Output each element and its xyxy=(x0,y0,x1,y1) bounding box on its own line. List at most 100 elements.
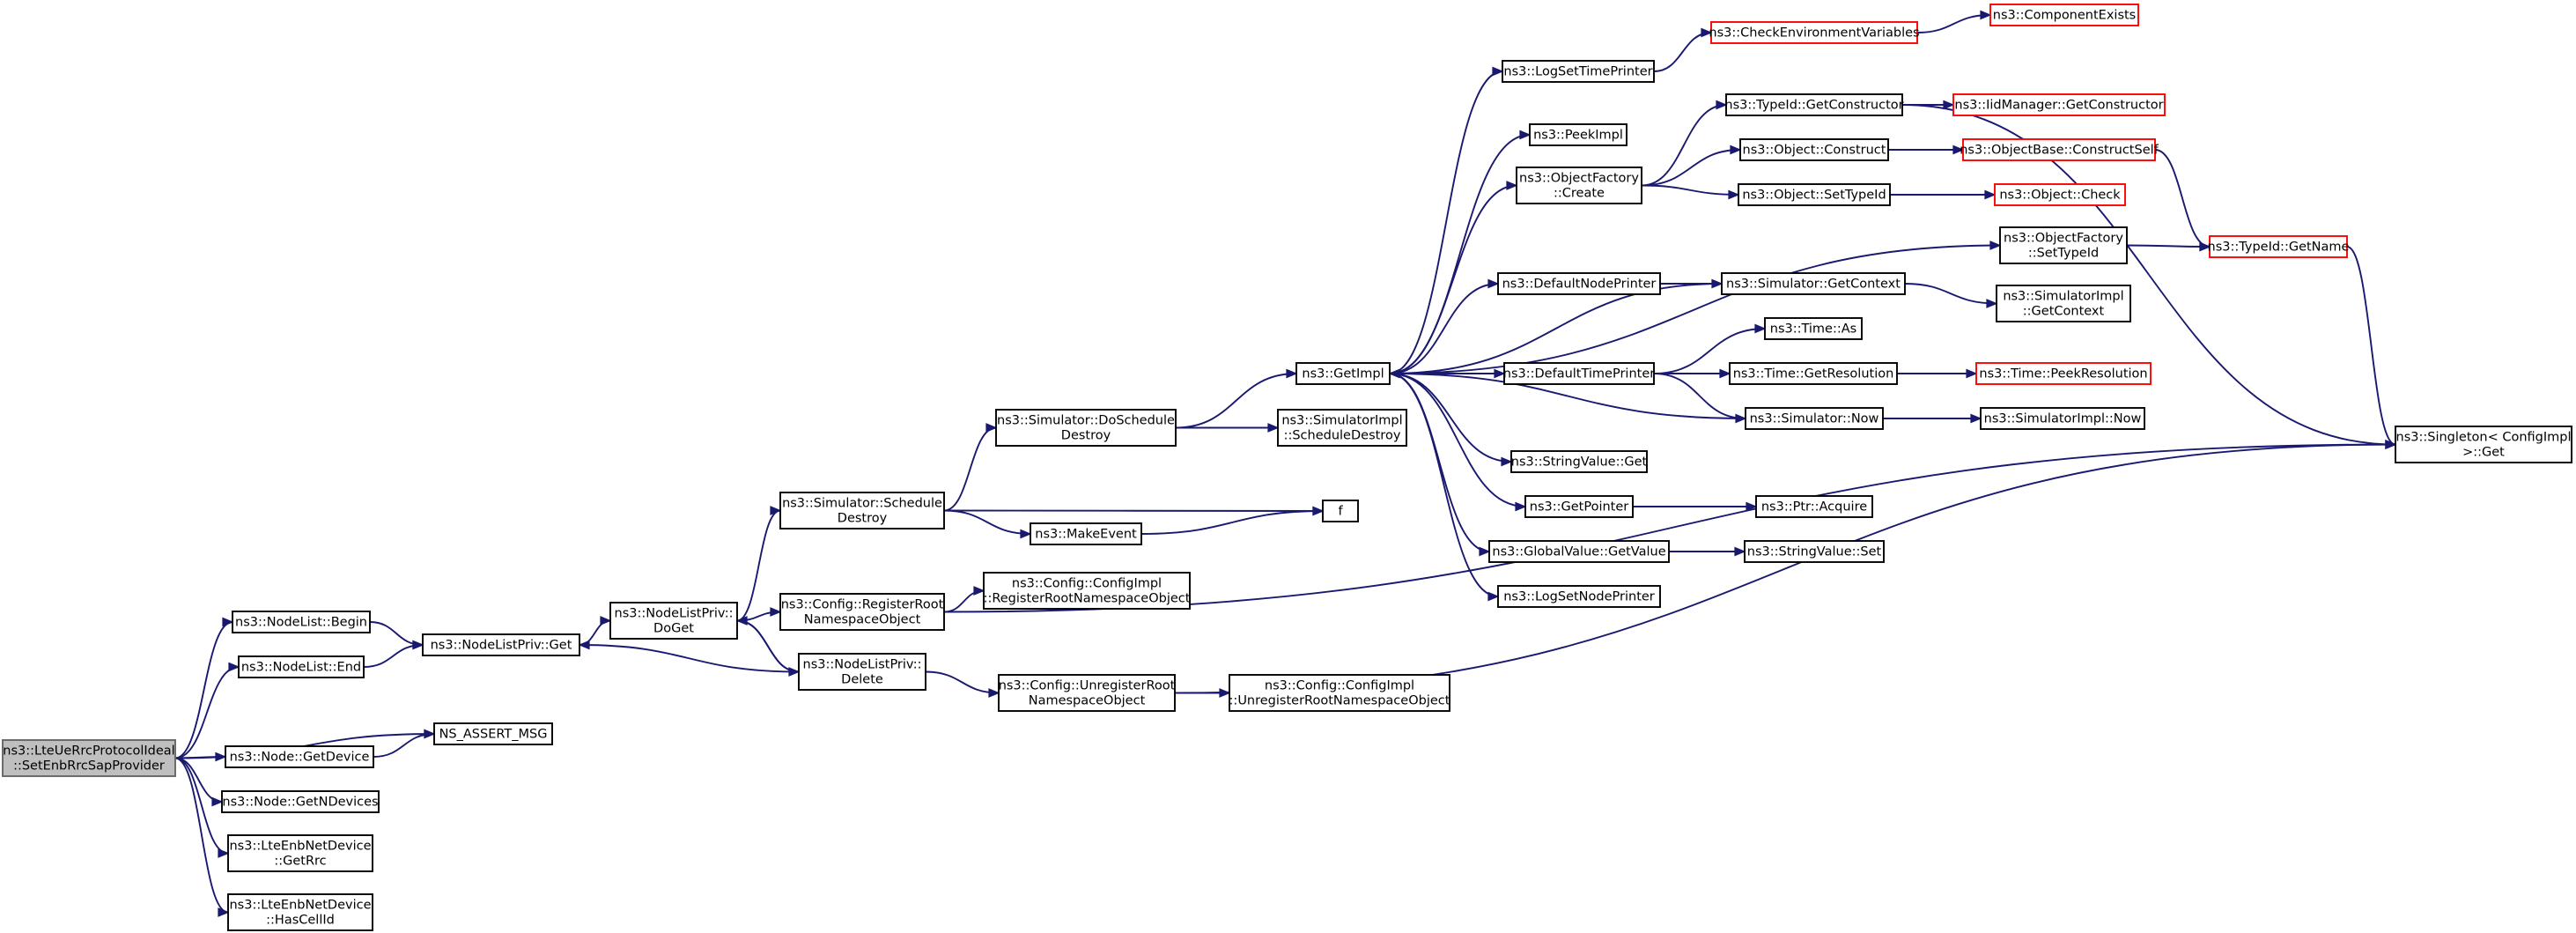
node-box[interactable] xyxy=(1710,21,1918,44)
node-box[interactable] xyxy=(225,745,374,768)
node-makeevent[interactable]: ns3::MakeEvent xyxy=(1030,522,1142,545)
node-box[interactable] xyxy=(798,653,926,691)
node-time-peekresolution[interactable]: ns3::Time::PeekResolution xyxy=(1975,362,2152,385)
node-box[interactable] xyxy=(238,655,365,678)
node-box[interactable] xyxy=(1322,500,1359,522)
node-box[interactable] xyxy=(2395,426,2572,463)
node-typeid-getconstructor[interactable]: ns3::TypeId::GetConstructor xyxy=(1724,93,1904,116)
node-node-getndevices[interactable]: ns3::Node::GetNDevices xyxy=(221,790,380,813)
node-box[interactable] xyxy=(422,633,580,656)
node-simimpl-now[interactable]: ns3::SimulatorImpl::Now xyxy=(1980,407,2145,430)
node-config-registerroot[interactable]: ns3::Config::RegisterRootNamespaceObject xyxy=(779,593,945,631)
node-object-settypeid[interactable]: ns3::Object::SetTypeId xyxy=(1738,183,1891,206)
node-box[interactable] xyxy=(1996,285,2131,322)
node-box[interactable] xyxy=(1277,409,1407,447)
node-box[interactable] xyxy=(1510,450,1648,473)
node-nodelist-begin[interactable]: ns3::NodeList::Begin xyxy=(232,611,371,633)
node-singleton-get[interactable]: ns3::Singleton< ConfigImpl >::Get xyxy=(2395,426,2572,463)
node-root[interactable]: ns3::LteUeRrcProtocolIdeal::SetEnbRrcSap… xyxy=(2,739,176,777)
node-box[interactable] xyxy=(1764,317,1863,340)
node-logsetnodeprinter[interactable]: ns3::LogSetNodePrinter xyxy=(1497,585,1661,608)
node-box[interactable] xyxy=(1962,138,2156,161)
node-checkenv[interactable]: ns3::CheckEnvironmentVariables xyxy=(1709,21,1920,44)
node-box[interactable] xyxy=(609,602,738,640)
node-box[interactable] xyxy=(998,674,1176,712)
node-box[interactable] xyxy=(2209,235,2348,258)
node-objectfactory-settypeid[interactable]: ns3::ObjectFactory::SetTypeId xyxy=(1999,226,2128,264)
node-f[interactable]: f xyxy=(1322,500,1359,522)
node-nodelist-end[interactable]: ns3::NodeList::End xyxy=(238,655,365,678)
node-sim-getcontext[interactable]: ns3::Simulator::GetContext xyxy=(1721,272,1906,295)
node-node-getdevice[interactable]: ns3::Node::GetDevice xyxy=(225,745,374,768)
node-box[interactable] xyxy=(1738,183,1891,206)
node-nodelistpriv-delete[interactable]: ns3::NodeListPriv::Delete xyxy=(798,653,926,691)
node-time-as[interactable]: ns3::Time::As xyxy=(1764,317,1863,340)
node-box[interactable] xyxy=(1295,362,1391,385)
node-box[interactable] xyxy=(1497,272,1661,295)
node-box[interactable] xyxy=(1729,362,1898,385)
node-enb-hascellid[interactable]: ns3::LteEnbNetDevice::HasCellId xyxy=(227,893,373,931)
node-nodelistpriv-get[interactable]: ns3::NodeListPriv::Get xyxy=(422,633,580,656)
node-defaulttimeprinter[interactable]: ns3::DefaultTimePrinter xyxy=(1503,362,1655,385)
node-box[interactable] xyxy=(433,722,553,745)
node-nodelistpriv-doget[interactable]: ns3::NodeListPriv::DoGet xyxy=(609,602,738,640)
node-box[interactable] xyxy=(1744,540,1885,563)
node-box[interactable] xyxy=(1516,167,1642,204)
node-sim-scheduledestroy[interactable]: ns3::Simulator::ScheduleDestroy xyxy=(779,492,945,529)
node-getpointer[interactable]: ns3::GetPointer xyxy=(1524,495,1634,518)
node-box[interactable] xyxy=(1739,138,1889,161)
node-box[interactable] xyxy=(1755,495,1873,518)
node-box[interactable] xyxy=(227,893,373,931)
node-objectbase-constructself[interactable]: ns3::ObjectBase::ConstructSelf xyxy=(1960,138,2159,161)
node-box[interactable] xyxy=(227,834,373,872)
node-box[interactable] xyxy=(1503,362,1655,385)
node-peekimpl[interactable]: ns3::PeekImpl xyxy=(1529,123,1628,146)
node-sim-now[interactable]: ns3::Simulator::Now xyxy=(1745,407,1884,430)
node-box[interactable] xyxy=(1980,407,2145,430)
node-ptr-acquire[interactable]: ns3::Ptr::Acquire xyxy=(1755,495,1873,518)
node-box[interactable] xyxy=(1229,674,1450,712)
node-typeid-getname[interactable]: ns3::TypeId::GetName xyxy=(2208,235,2350,258)
node-box[interactable] xyxy=(1524,495,1634,518)
node-box[interactable] xyxy=(1994,183,2126,206)
node-globalvalue-getvalue[interactable]: ns3::GlobalValue::GetValue xyxy=(1488,540,1670,563)
node-objectfactory-create[interactable]: ns3::ObjectFactory::Create xyxy=(1516,167,1642,204)
node-box[interactable] xyxy=(1952,93,2166,116)
node-box[interactable] xyxy=(983,572,1191,610)
node-config-unregisterroot[interactable]: ns3::Config::UnregisterRootNamespaceObje… xyxy=(998,674,1176,712)
node-box[interactable] xyxy=(1488,540,1670,563)
node-box[interactable] xyxy=(995,409,1177,447)
node-object-construct[interactable]: ns3::Object::Construct xyxy=(1739,138,1889,161)
node-box[interactable] xyxy=(232,611,371,633)
node-simimpl-scheduledestroy[interactable]: ns3::SimulatorImpl::ScheduleDestroy xyxy=(1277,409,1407,447)
node-box[interactable] xyxy=(1975,362,2152,385)
node-box[interactable] xyxy=(1725,93,1903,116)
node-box[interactable] xyxy=(1497,585,1661,608)
node-stringvalue-set[interactable]: ns3::StringValue::Set xyxy=(1744,540,1885,563)
node-box[interactable] xyxy=(2,739,176,777)
node-logsettimeprinter[interactable]: ns3::LogSetTimePrinter xyxy=(1502,60,1655,83)
node-box[interactable] xyxy=(1502,60,1655,83)
node-stringvalue-get[interactable]: ns3::StringValue::Get xyxy=(1510,450,1648,473)
node-box[interactable] xyxy=(221,790,380,813)
node-box[interactable] xyxy=(1030,522,1142,545)
node-object-check[interactable]: ns3::Object::Check xyxy=(1994,183,2126,206)
node-time-getresolution[interactable]: ns3::Time::GetResolution xyxy=(1729,362,1898,385)
node-box[interactable] xyxy=(1721,272,1906,295)
node-componentexists[interactable]: ns3::ComponentExists xyxy=(1989,4,2139,26)
node-box[interactable] xyxy=(1529,123,1628,146)
node-box[interactable] xyxy=(779,492,945,529)
node-simimpl-getcontext[interactable]: ns3::SimulatorImpl::GetContext xyxy=(1996,285,2131,322)
node-configimpl-unregister[interactable]: ns3::Config::ConfigImpl::UnregisterRootN… xyxy=(1229,674,1450,712)
node-defaultnodeprinter[interactable]: ns3::DefaultNodePrinter xyxy=(1497,272,1661,295)
node-box[interactable] xyxy=(1989,4,2139,26)
node-box[interactable] xyxy=(1999,226,2128,264)
node-iidmanager-getconstructor[interactable]: ns3::IidManager::GetConstructor xyxy=(1952,93,2166,116)
node-configimpl-register[interactable]: ns3::Config::ConfigImpl::RegisterRootNam… xyxy=(983,572,1191,610)
node-box[interactable] xyxy=(779,593,945,631)
node-getimpl[interactable]: ns3::GetImpl xyxy=(1295,362,1391,385)
node-ns-assert[interactable]: NS_ASSERT_MSG xyxy=(433,722,553,745)
node-enb-getrrc[interactable]: ns3::LteEnbNetDevice::GetRrc xyxy=(227,834,373,872)
node-box[interactable] xyxy=(1745,407,1884,430)
